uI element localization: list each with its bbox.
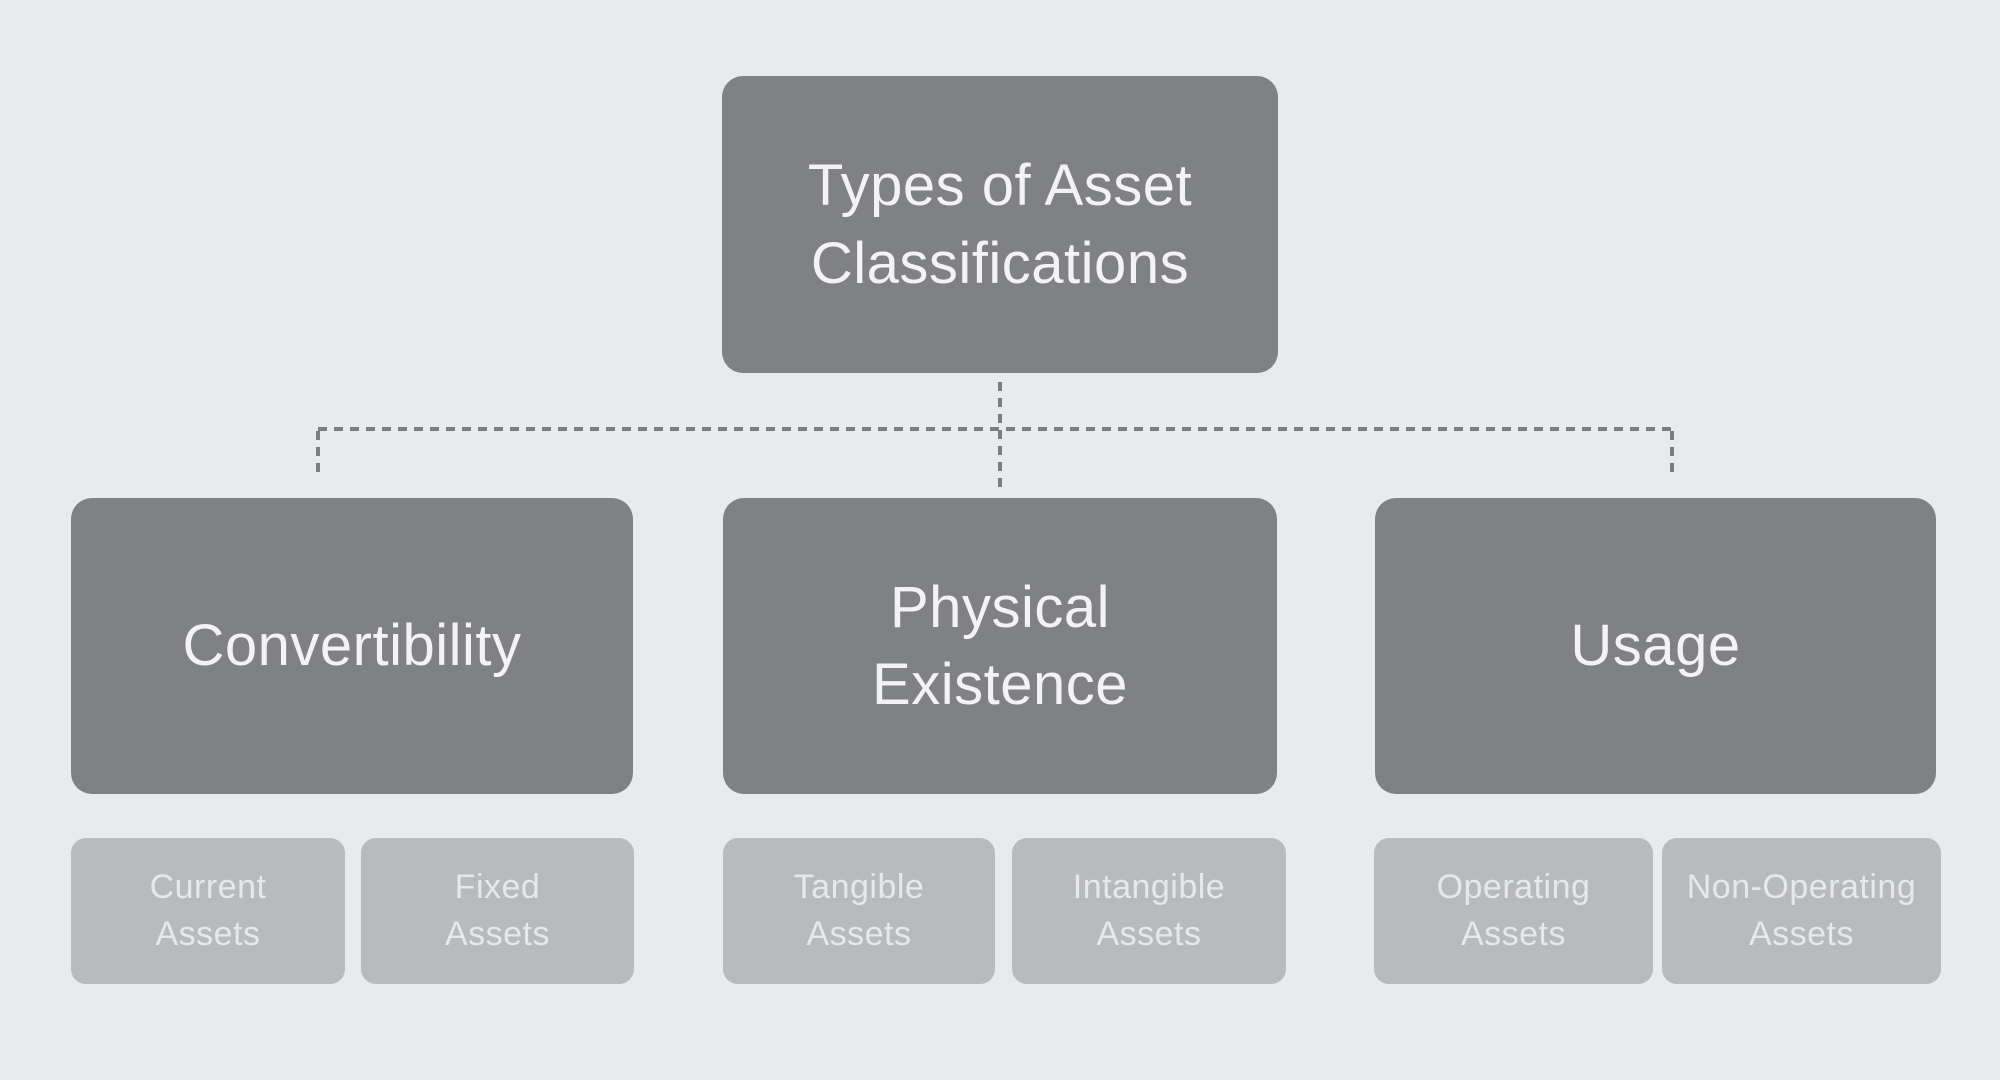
node-tangible-assets: Tangible Assets xyxy=(723,838,995,984)
node-non-operating-assets: Non-Operating Assets xyxy=(1662,838,1941,984)
node-label: Non-Operating Assets xyxy=(1686,868,1917,953)
node-current-assets: Current Assets xyxy=(71,838,345,984)
node-fixed-assets: Fixed Assets xyxy=(361,838,634,984)
node-label: Types of Asset Classifications xyxy=(807,153,1193,296)
node-label: Tangible Assets xyxy=(793,868,925,953)
node-intangible-assets: Intangible Assets xyxy=(1012,838,1286,984)
node-label: Fixed Assets xyxy=(444,868,551,953)
node-usage: Usage xyxy=(1375,498,1936,794)
node-label: Current Assets xyxy=(149,868,267,953)
node-label: Convertibility xyxy=(182,613,522,679)
node-convertibility: Convertibility xyxy=(71,498,633,794)
node-label: Operating Assets xyxy=(1436,868,1591,953)
node-label: Intangible Assets xyxy=(1072,868,1226,953)
node-types-of-asset-classifications: Types of Asset Classifications xyxy=(722,76,1278,373)
node-label: Physical Existence xyxy=(872,574,1128,717)
node-label: Usage xyxy=(1570,613,1741,679)
node-physical-existence: Physical Existence xyxy=(723,498,1277,794)
node-operating-assets: Operating Assets xyxy=(1374,838,1653,984)
